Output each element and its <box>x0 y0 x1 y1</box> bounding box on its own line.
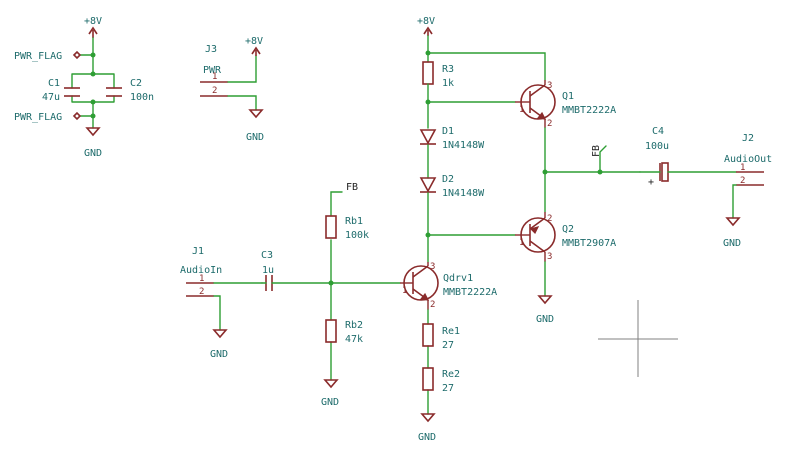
svg-text:1: 1 <box>402 286 407 296</box>
svg-text:1: 1 <box>519 105 524 115</box>
svg-text:AudioOut: AudioOut <box>724 154 772 165</box>
svg-text:1: 1 <box>212 72 217 82</box>
svg-text:2: 2 <box>212 86 217 96</box>
svg-text:1N4148W: 1N4148W <box>442 140 485 151</box>
svg-text:C4: C4 <box>652 126 664 137</box>
svg-text:Rb2: Rb2 <box>345 320 363 331</box>
ground-symbol-flag: GND <box>84 127 102 159</box>
svg-text:C2: C2 <box>130 78 142 89</box>
svg-text:3: 3 <box>547 81 552 91</box>
svg-text:+: + <box>648 177 654 188</box>
svg-text:GND: GND <box>321 397 339 408</box>
resistor-re1: Re1 27 <box>422 323 460 351</box>
ground-symbol-q2: GND <box>536 295 554 325</box>
svg-text:2: 2 <box>430 300 435 310</box>
svg-text:J3: J3 <box>205 44 217 55</box>
svg-text:3: 3 <box>430 262 435 272</box>
ground-symbol-rb2: GND <box>321 379 339 408</box>
svg-text:GND: GND <box>536 314 554 325</box>
svg-text:3: 3 <box>547 252 552 262</box>
svg-text:27: 27 <box>442 383 454 394</box>
svg-text:+8V: +8V <box>245 36 263 47</box>
svg-text:Rb1: Rb1 <box>345 216 363 227</box>
svg-text:Qdrv1: Qdrv1 <box>443 273 473 284</box>
svg-text:2: 2 <box>547 119 552 129</box>
resistor-re2: Re2 27 <box>422 367 460 394</box>
net-label-fb-output: FB <box>591 145 602 157</box>
connector-j1: J1 AudioIn 1 2 GND <box>180 246 263 360</box>
connector-j3: J3 PWR 1 2 +8V GND <box>200 36 264 143</box>
transistor-qdrv1: 1 3 2 Qdrv1 MMBT2222A <box>400 262 497 310</box>
svg-text:1N4148W: 1N4148W <box>442 188 485 199</box>
svg-text:100k: 100k <box>345 230 369 241</box>
crosshair-cursor[interactable] <box>598 300 678 377</box>
svg-text:R3: R3 <box>442 64 454 75</box>
svg-text:Re2: Re2 <box>442 369 460 380</box>
svg-text:1: 1 <box>519 238 524 248</box>
svg-text:Q1: Q1 <box>562 91 574 102</box>
diode-d2: D2 1N4148W <box>419 174 485 199</box>
svg-text:PWR: PWR <box>203 65 222 76</box>
svg-text:47k: 47k <box>345 334 363 345</box>
svg-text:GND: GND <box>84 148 102 159</box>
svg-text:MMBT2222A: MMBT2222A <box>562 105 616 116</box>
resistor-rb1: Rb1 100k <box>325 215 369 241</box>
svg-text:GND: GND <box>418 432 436 443</box>
net-label-fb-bias: FB <box>346 182 358 193</box>
svg-text:GND: GND <box>723 238 741 249</box>
svg-text:2: 2 <box>199 287 204 297</box>
pwr-flag-label-bottom: PWR_FLAG <box>14 112 62 123</box>
svg-text:1k: 1k <box>442 78 454 89</box>
svg-text:J1: J1 <box>192 246 204 257</box>
svg-text:D2: D2 <box>442 174 454 185</box>
svg-text:GND: GND <box>210 349 228 360</box>
power-symbol-8v-left: +8V <box>84 16 102 38</box>
diode-d1: D1 1N4148W <box>419 126 485 151</box>
svg-text:2: 2 <box>547 214 552 224</box>
svg-text:D1: D1 <box>442 126 454 137</box>
svg-text:J2: J2 <box>742 133 754 144</box>
svg-text:100u: 100u <box>645 141 669 152</box>
svg-text:C1: C1 <box>48 78 60 89</box>
svg-text:AudioIn: AudioIn <box>180 265 222 276</box>
transistor-q2: 1 2 3 Q2 MMBT2907A <box>515 212 616 262</box>
svg-text:+8V: +8V <box>417 16 435 27</box>
svg-text:1: 1 <box>199 274 204 284</box>
svg-text:C3: C3 <box>261 250 273 261</box>
svg-text:Q2: Q2 <box>562 224 574 235</box>
capacitor-c3: C3 1u <box>261 250 401 291</box>
svg-text:Re1: Re1 <box>442 326 460 337</box>
capacitor-c2: C2 100n <box>106 78 154 103</box>
capacitor-c4: + C4 100u <box>639 126 737 188</box>
svg-text:GND: GND <box>246 132 264 143</box>
svg-text:2: 2 <box>740 176 745 186</box>
svg-text:27: 27 <box>442 340 454 351</box>
svg-text:MMBT2222A: MMBT2222A <box>443 287 497 298</box>
ground-symbol-re2: GND <box>418 413 436 443</box>
svg-text:MMBT2907A: MMBT2907A <box>562 238 616 249</box>
connector-j2: J2 AudioOut 1 2 GND <box>723 133 772 249</box>
power-label-8v-left: +8V <box>84 16 102 27</box>
pwr-flag-label-top: PWR_FLAG <box>14 51 62 62</box>
svg-text:1: 1 <box>740 163 745 173</box>
svg-text:1u: 1u <box>262 265 274 276</box>
resistor-rb2: Rb2 47k <box>325 319 363 345</box>
svg-text:100n: 100n <box>130 92 154 103</box>
rail-8v-main: +8V <box>417 16 546 81</box>
capacitor-c1: C1 47u <box>42 78 80 103</box>
power-flag-block: +8V PWR_FLAG PWR_FLAG C1 47u C2 100n <box>14 16 154 159</box>
svg-text:47u: 47u <box>42 92 60 103</box>
transistor-q1: 1 3 2 Q1 MMBT2222A <box>515 80 616 129</box>
